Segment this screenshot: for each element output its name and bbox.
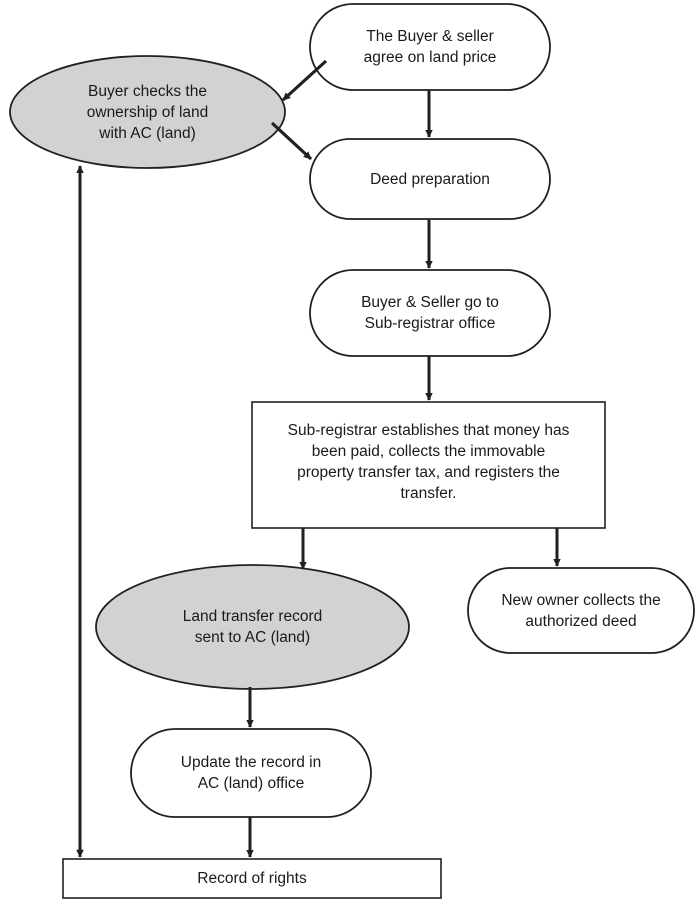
node-update-record <box>130 728 372 818</box>
node-agree-price <box>309 3 551 91</box>
node-deed-preparation <box>309 138 551 220</box>
node-land-transfer-record <box>95 564 410 690</box>
node-sub-registrar-establishes <box>251 401 606 529</box>
node-record-of-rights <box>62 858 442 899</box>
node-go-to-sub-registrar <box>309 269 551 357</box>
node-buyer-checks-ownership <box>9 55 286 169</box>
edge-buyer-checks-to-deed <box>270 121 313 161</box>
edge-agree-to-buyer-checks <box>281 59 328 102</box>
node-new-owner-collects <box>467 567 695 654</box>
